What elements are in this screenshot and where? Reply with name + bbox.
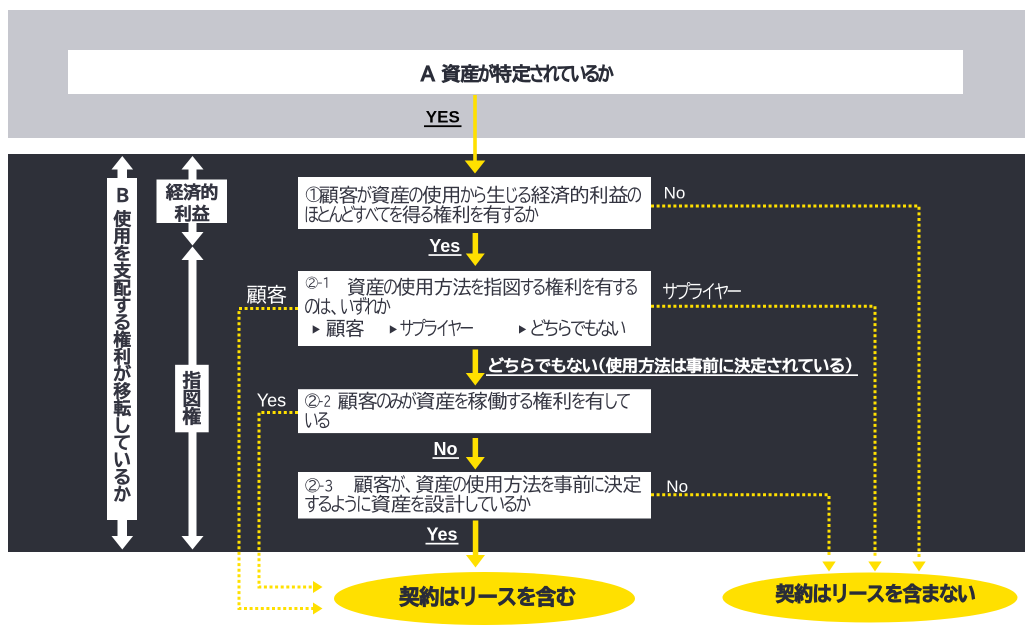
svg-text:No: No: [666, 477, 688, 496]
svg-text:Yes: Yes: [426, 525, 457, 545]
svg-text:No: No: [664, 184, 686, 203]
svg-text:YES: YES: [426, 108, 460, 127]
svg-text:No: No: [434, 439, 458, 459]
svg-text:Yes: Yes: [429, 236, 460, 256]
svg-text:Yes: Yes: [257, 391, 286, 411]
